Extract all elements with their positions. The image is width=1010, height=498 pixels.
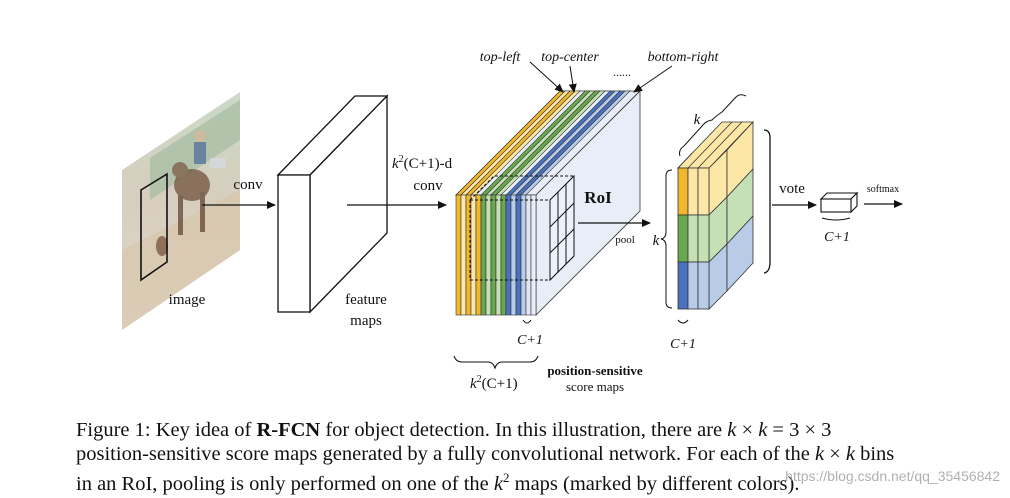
- feature-maps-label: feature: [345, 292, 387, 308]
- rfcn-figure: image conv feature maps k2(C+1)-d conv: [122, 50, 903, 394]
- kconv-conv-label: conv: [413, 178, 443, 194]
- horse-rider-photo: [156, 130, 226, 256]
- caption-line-1: Figure 1: Key idea of R-FCN for object d…: [76, 419, 832, 441]
- ps-label-1: position-sensitive: [547, 363, 643, 378]
- vote-brace: [763, 129, 771, 274]
- c1-mid-brace: [522, 319, 532, 324]
- input-image: [122, 92, 240, 330]
- dots-label: ......: [613, 65, 631, 79]
- ps-label-2: score maps: [566, 379, 624, 394]
- conv-label-1: conv: [233, 177, 263, 193]
- c1-right-label: C+1: [670, 337, 696, 352]
- c1-mid-label: C+1: [517, 333, 543, 348]
- caption-line-2: position-sensitive score maps generated …: [76, 443, 895, 465]
- feature-maps-label-2: maps: [350, 313, 382, 329]
- k-side-label: k: [653, 233, 660, 249]
- class-score-box: [819, 191, 859, 214]
- k2c1-brace: [453, 355, 539, 370]
- roi-grid: [469, 174, 575, 282]
- roi-label: RoI: [584, 188, 612, 207]
- vote-label: vote: [779, 181, 805, 197]
- pool-label: pool: [615, 234, 635, 246]
- top-left-pointer: [529, 61, 564, 93]
- feature-maps-box: [276, 94, 389, 314]
- c1-right-brace: [677, 319, 689, 324]
- pooled-block: [677, 120, 754, 310]
- k-top-brace: [679, 94, 747, 157]
- bottom-right-label: bottom-right: [648, 50, 720, 65]
- top-center-pointer: [568, 65, 577, 93]
- k-top-label: k: [694, 112, 701, 128]
- c1-box-brace: [821, 217, 851, 221]
- k-side-brace: [660, 169, 673, 309]
- c1-box-label: C+1: [824, 230, 850, 245]
- bottom-right-pointer: [633, 65, 673, 93]
- watermark: https://blog.csdn.net/qq_35456842: [785, 468, 1000, 484]
- top-center-label: top-center: [541, 50, 599, 65]
- k2c1-label: k2(C+1): [470, 374, 518, 392]
- kconv-label: k2(C+1)-d: [392, 154, 453, 172]
- roi-box-on-image: [140, 172, 168, 282]
- softmax-label: softmax: [867, 184, 899, 195]
- score-map-stack: [455, 90, 641, 316]
- top-left-label: top-left: [480, 50, 522, 65]
- figure-caption: Figure 1: Key idea of R-FCN for object d…: [76, 418, 956, 496]
- image-label: image: [169, 292, 206, 308]
- caption-line-3: in an RoI, pooling is only performed on …: [76, 470, 800, 495]
